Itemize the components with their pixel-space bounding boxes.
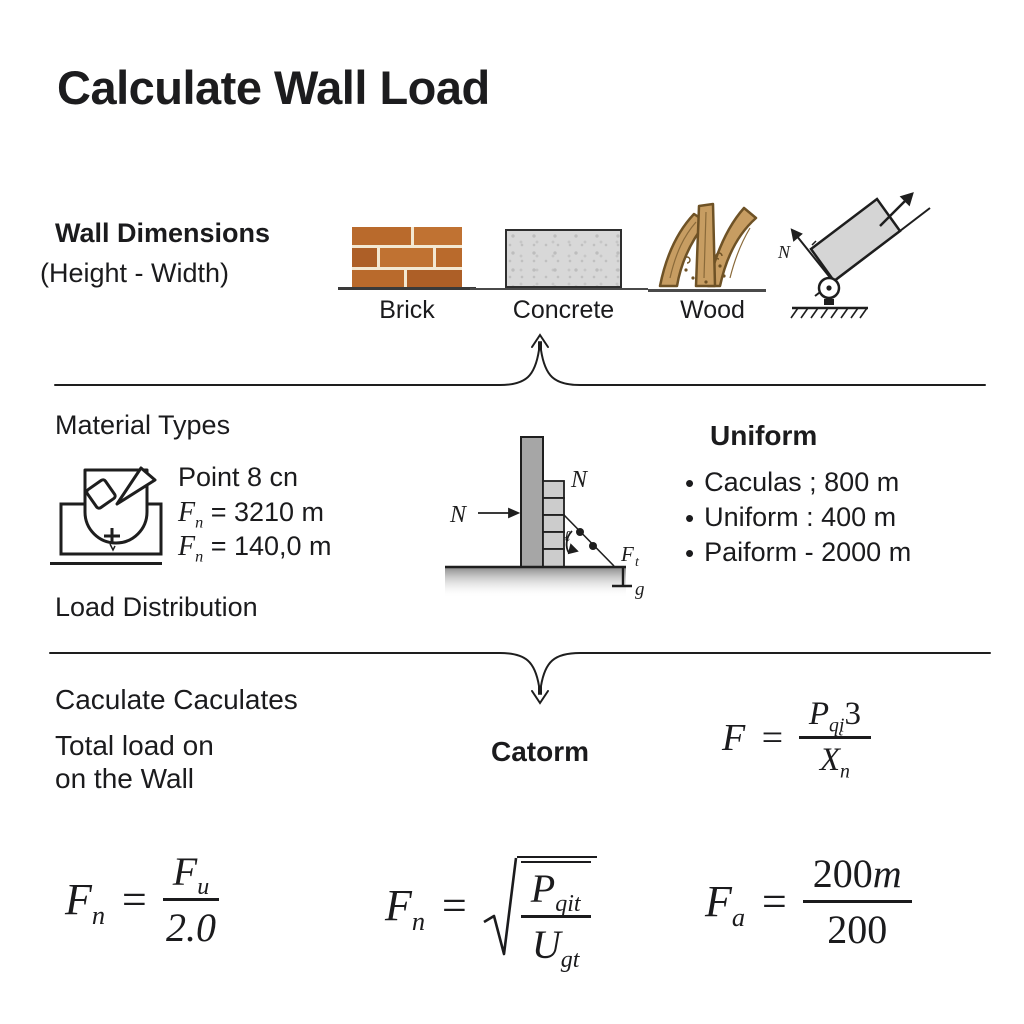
total-load-line1: Total load on (55, 730, 214, 761)
point-load-line2: Fn = 3210 m (178, 497, 325, 532)
ground-shade (445, 568, 626, 598)
angle-squiggle (565, 530, 579, 555)
uniform-bullet-2: • Uniform : 400 m (685, 502, 897, 533)
point-load-title: Point 8 cn (178, 462, 299, 492)
diamond-icon (85, 478, 117, 510)
fraction: Pqį3 Xn (798, 696, 871, 781)
brick-label: Brick (379, 296, 435, 324)
load-distribution-heading: Load Distribution (55, 592, 258, 622)
incline-block (809, 197, 902, 283)
wood-label: Wood (680, 296, 745, 324)
bullet-icon: • (685, 538, 695, 568)
formula-fn-sqrt: Fn = Pqit Ugt (385, 842, 597, 972)
brick-row (352, 248, 462, 267)
ft-sub-label: t (635, 555, 640, 570)
material-types-heading: Material Types (55, 410, 231, 440)
pencil-icon (115, 466, 157, 506)
sqrt-expression: Pqit Ugt (483, 842, 597, 972)
brick-row (352, 269, 462, 288)
wood-baseline (648, 289, 766, 292)
wall-diagram: ℓ N N F t g (445, 436, 645, 600)
incline-diagram-icon: N (777, 192, 931, 319)
wall-dimensions-subheading: (Height - Width) (40, 258, 230, 288)
mortar-tools-icon (59, 466, 163, 556)
catorm-label: Catorm (490, 736, 589, 767)
bullet-icon: • (685, 468, 695, 498)
uniform-bullet-1: • Caculas ; 800 m (685, 467, 900, 498)
formula-fa: Fa = 200m 200 (705, 850, 912, 953)
fraction: 200m 200 (802, 850, 912, 953)
formula-fn-fu: Fn = Fu 2.0 (65, 848, 220, 951)
brick-baseline (338, 287, 476, 290)
concrete-baseline (470, 288, 648, 290)
incline-n-label: N (777, 242, 791, 262)
formula-lhs: Fn (65, 875, 106, 930)
calculate-heading: Caculate Caculates (55, 684, 298, 715)
ft-label: F (620, 542, 634, 566)
brick-row (352, 227, 462, 246)
formula-lhs: Fn (385, 880, 426, 936)
plus-icon (104, 528, 120, 544)
uniform-heading: Uniform (710, 420, 818, 451)
formula-top-right: F = Pqį3 Xn (722, 696, 871, 781)
page-title: Calculate Wall Load (57, 61, 490, 114)
f-var: F (178, 531, 196, 562)
f-value: = 3210 m (210, 497, 325, 527)
point-load-line3: Fn = 140,0 m (178, 531, 332, 566)
wood-speckles (684, 264, 726, 284)
f-var: F (178, 497, 196, 528)
n-arrow (478, 507, 521, 519)
concrete-label: Concrete (512, 296, 615, 324)
brick-icon (352, 227, 462, 288)
formula-lhs: Fa (705, 877, 746, 932)
n-top-label: N (570, 467, 589, 493)
ell-label: ℓ (564, 529, 570, 545)
fraction: Pqit Ugt (520, 861, 591, 972)
support-bracket (612, 567, 632, 588)
f-value: = 140,0 m (210, 531, 332, 561)
wall-rect (520, 436, 544, 568)
wood-icon (658, 202, 758, 288)
n-left-label: N (449, 502, 468, 528)
formula-lhs: F (722, 716, 746, 759)
divider-arrow-up (54, 333, 986, 386)
tie-line (563, 514, 615, 567)
radical-icon (483, 857, 518, 956)
uniform-bullet-3: • Paiform - 2000 m (685, 537, 912, 568)
total-load-line2: on the Wall (55, 763, 195, 794)
icon-underline (50, 562, 162, 565)
concrete-icon (505, 229, 622, 288)
g-label: g (635, 579, 645, 600)
bullet-icon: • (685, 503, 695, 533)
wall-dimensions-heading: Wall Dimensions (55, 218, 271, 248)
divider-arrow-down (49, 652, 991, 705)
fraction: Fu 2.0 (162, 848, 220, 951)
block-stack (542, 480, 565, 568)
